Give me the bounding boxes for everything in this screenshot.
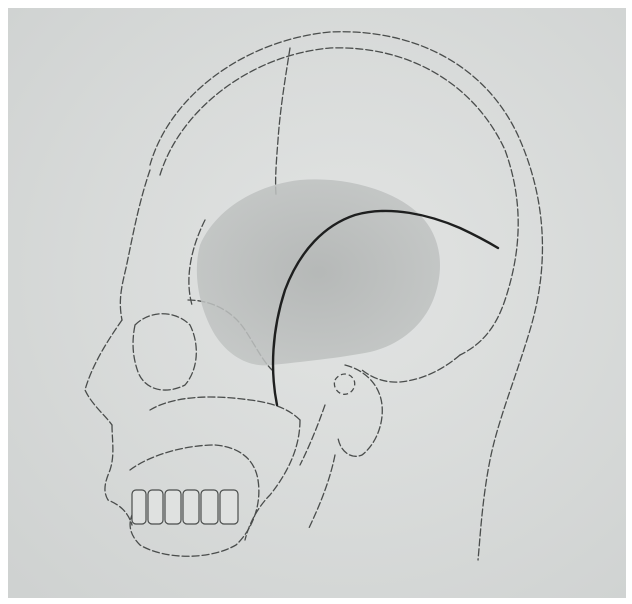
tooth <box>220 490 238 524</box>
tooth <box>148 490 163 524</box>
tooth <box>165 490 181 524</box>
tooth <box>201 490 218 524</box>
teeth <box>132 490 238 524</box>
tooth <box>183 490 199 524</box>
tooth <box>132 490 146 524</box>
